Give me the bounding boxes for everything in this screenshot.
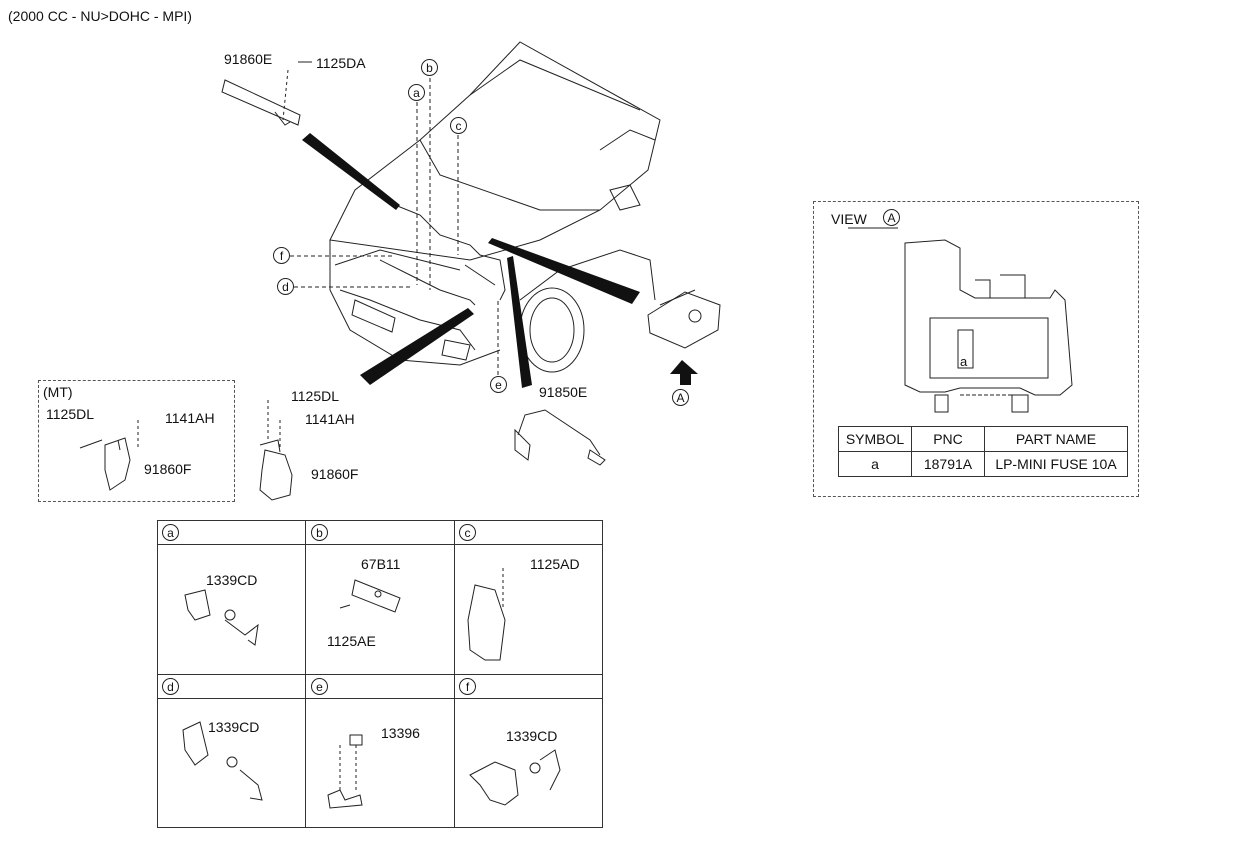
grid-cell-b-marker: b (311, 524, 328, 541)
table-header-symbol: SYMBOL (838, 426, 912, 452)
grid-cell-d-marker: d (162, 678, 179, 695)
callout-A: A (672, 389, 689, 406)
mt-label-91860F: 91860F (144, 461, 192, 477)
table-cell-pnc: 18791A (911, 451, 985, 477)
grid-b-part-1: 67B11 (361, 556, 401, 572)
mt-variant-box (38, 380, 235, 502)
label-1141AH: 1141AH (305, 411, 355, 427)
table-header-pnc: PNC (911, 426, 985, 452)
grid-cell-f-marker: f (459, 678, 476, 695)
callout-d: d (277, 278, 294, 295)
table-header-part-name: PART NAME (984, 426, 1128, 452)
callout-b: b (421, 59, 438, 76)
callout-f: f (273, 247, 290, 264)
mt-label-1141AH: 1141AH (165, 410, 215, 426)
parts-table: SYMBOL PNC PART NAME a 18791A LP-MINI FU… (838, 426, 1128, 477)
table-cell-part-name: LP-MINI FUSE 10A (984, 451, 1128, 477)
grid-e-part: 13396 (381, 725, 420, 741)
table-row: a 18791A LP-MINI FUSE 10A (838, 451, 1128, 477)
label-1125DL: 1125DL (291, 388, 340, 404)
view-title: VIEW (831, 211, 867, 227)
mt-title: (MT) (43, 384, 73, 400)
table-cell-symbol: a (838, 451, 912, 477)
grid-b-part-2: 1125AE (327, 633, 376, 649)
engine-spec-title: (2000 CC - NU>DOHC - MPI) (8, 8, 192, 24)
grid-d-part: 1339CD (208, 719, 260, 735)
grid-f-part: 1339CD (506, 728, 558, 744)
callout-e: e (490, 376, 507, 393)
view-marker: A (883, 209, 900, 226)
callout-a: a (408, 84, 425, 101)
grid-cell-c-marker: c (459, 524, 476, 541)
callout-c: c (450, 117, 467, 134)
view-slot-label: a (960, 354, 968, 369)
grid-cell-e-marker: e (311, 678, 328, 695)
grid-cell-a-marker: a (162, 524, 179, 541)
label-91860E: 91860E (224, 51, 273, 67)
label-91850E: 91850E (539, 384, 588, 400)
mt-label-1125DL: 1125DL (46, 406, 95, 422)
label-1125DA: 1125DA (316, 55, 366, 71)
view-a-box (813, 201, 1139, 497)
grid-c-part: 1125AD (530, 556, 580, 572)
label-91860F: 91860F (311, 466, 359, 482)
grid-a-part: 1339CD (206, 572, 258, 588)
